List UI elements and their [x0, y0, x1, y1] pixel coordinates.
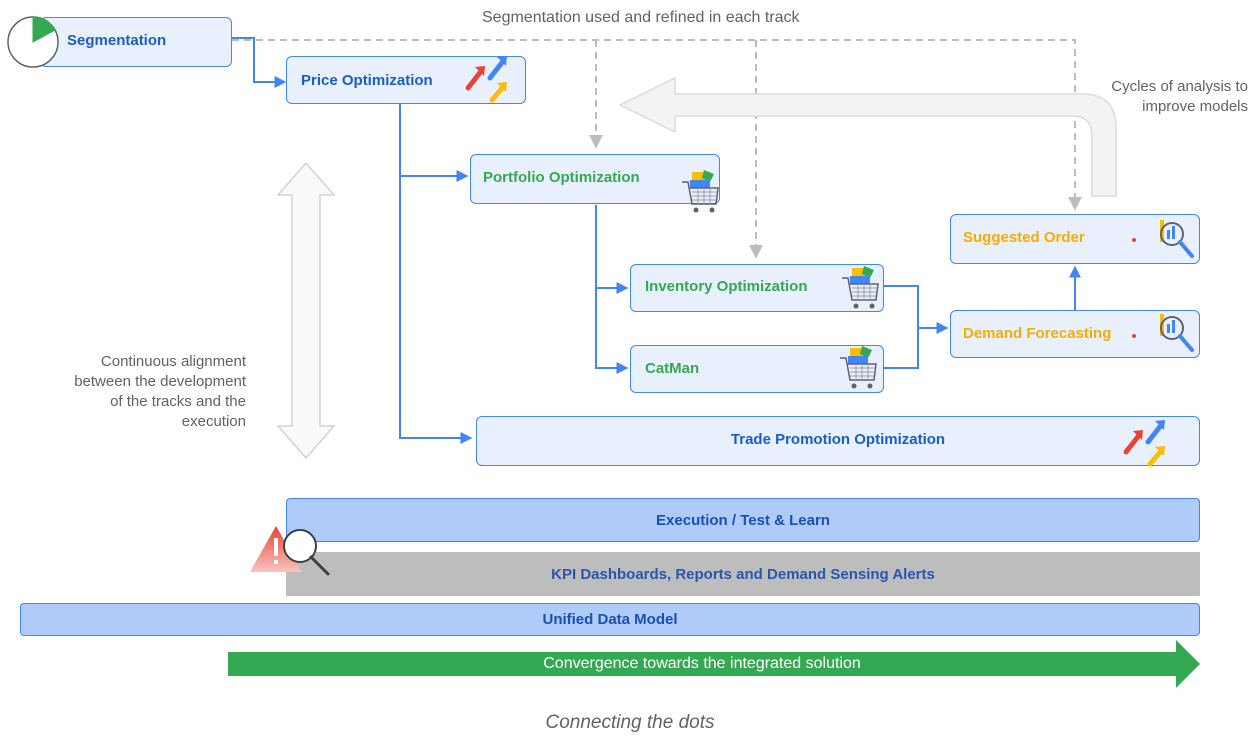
inventory-optimization-box: Inventory Optimization	[630, 264, 884, 312]
segmentation-box: Segmentation	[40, 17, 232, 67]
convergence-label: Convergence towards the integrated solut…	[543, 655, 861, 672]
segmentation-label: Segmentation	[67, 32, 167, 49]
alignment-annotation-line: Continuous alignment	[100, 353, 246, 370]
shopping-cart-icon	[840, 346, 877, 389]
cycles-annotation: Cycles of analysis to improve models	[1111, 77, 1248, 117]
alignment-annotation: Continuous alignment between the develop…	[24, 352, 246, 432]
inventory-optimization-label: Inventory Optimization	[645, 278, 808, 295]
trade-promotion-optimization-label: Trade Promotion Optimization	[730, 431, 946, 448]
trend-arrows-icon	[465, 56, 507, 103]
trade-promotion-optimization-box: Trade Promotion Optimization	[476, 416, 1200, 466]
kpi-dashboards-bar: KPI Dashboards, Reports and Demand Sensi…	[286, 552, 1200, 596]
flow-arrows	[232, 37, 1081, 444]
kpi-dashboards-label: KPI Dashboards, Reports and Demand Sensi…	[551, 565, 935, 583]
catman-box: CatMan	[630, 345, 884, 393]
suggested-order-label: Suggested Order	[963, 229, 1085, 246]
demand-forecasting-box: Demand Forecasting	[950, 310, 1200, 358]
segmentation-annotation: Segmentation used and refined in each tr…	[482, 9, 800, 26]
alignment-annotation-line: between the development	[74, 373, 246, 390]
catman-label: CatMan	[645, 360, 700, 377]
portfolio-optimization-label: Portfolio Optimization	[483, 169, 640, 186]
convergence-arrow	[228, 640, 1200, 688]
execution-bar: Execution / Test & Learn	[286, 498, 1200, 542]
caption: Connecting the dots	[545, 712, 715, 733]
unified-data-model-bar: Unified Data Model	[20, 603, 1200, 636]
price-optimization-label: Price Optimization	[301, 72, 433, 89]
cycles-annotation-line: improve models	[1142, 98, 1248, 115]
alignment-annotation-line: execution	[181, 413, 246, 430]
alert-magnifier-icon	[250, 526, 330, 576]
status-dot-icon	[1132, 238, 1136, 242]
trend-arrows-icon	[1123, 420, 1165, 467]
status-dot-icon	[1132, 334, 1136, 338]
demand-forecasting-label: Demand Forecasting	[963, 325, 1112, 342]
suggested-order-box: Suggested Order	[950, 214, 1200, 264]
execution-label: Execution / Test & Learn	[656, 511, 830, 529]
cycles-arrow	[618, 76, 1117, 197]
segmentation-dashed-lines	[232, 39, 1082, 259]
price-optimization-box: Price Optimization	[286, 56, 526, 104]
alignment-annotation-line: of the tracks and the	[110, 393, 246, 410]
portfolio-optimization-box: Portfolio Optimization	[470, 154, 720, 204]
analytics-magnifier-icon	[1160, 220, 1194, 258]
unified-data-model-label: Unified Data Model	[542, 611, 678, 628]
shopping-cart-icon	[682, 170, 719, 213]
shopping-cart-icon	[842, 266, 879, 309]
pie-chart-icon	[7, 16, 59, 68]
convergence-label-wrap: Convergence towards the integrated solut…	[228, 652, 1176, 676]
alignment-double-arrow	[276, 161, 336, 460]
cycles-annotation-line: Cycles of analysis to	[1111, 78, 1248, 95]
analytics-magnifier-icon	[1160, 314, 1194, 352]
